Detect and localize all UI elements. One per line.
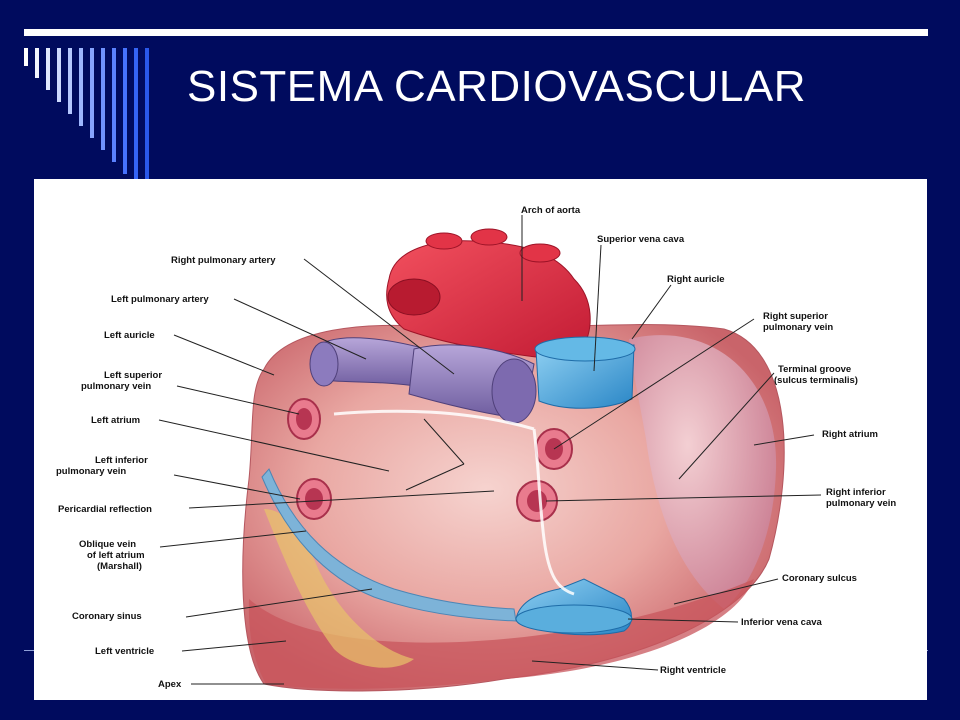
fat-deposit bbox=[264, 509, 414, 668]
leader-lines bbox=[158, 215, 822, 685]
label-right-pulmonary-artery: Right pulmonary artery bbox=[171, 255, 276, 266]
label-inferior-vena-cava: Inferior vena cava bbox=[741, 617, 823, 628]
label-apex: Apex bbox=[158, 679, 182, 690]
label-left-inferior-pulmonary-vein-2: pulmonary vein bbox=[56, 466, 126, 477]
label-left-superior-pulmonary-vein-1: Left superior bbox=[104, 370, 162, 381]
left-inferior-pulmonary-vein-lumen bbox=[305, 488, 323, 510]
left-superior-pulmonary-vein-lumen bbox=[296, 408, 312, 430]
right-inferior-pulmonary-vein-lumen bbox=[527, 490, 547, 512]
coronary-sinus-shape bbox=[261, 468, 517, 622]
slide-title: SISTEMA CARDIOVASCULAR bbox=[187, 62, 806, 111]
label-coronary-sinus: Coronary sinus bbox=[72, 611, 142, 622]
label-left-superior-pulmonary-vein-2: pulmonary vein bbox=[81, 381, 151, 392]
right-atrium-region bbox=[629, 335, 777, 609]
label-terminal-groove-1: Terminal groove bbox=[778, 364, 851, 375]
label-superior-vena-cava: Superior vena cava bbox=[597, 234, 685, 245]
label-right-inferior-pulmonary-vein-1: Right inferior bbox=[826, 487, 886, 498]
label-left-atrium: Left atrium bbox=[91, 415, 140, 426]
label-left-ventricle: Left ventricle bbox=[95, 646, 154, 657]
label-pericardial-reflection: Pericardial reflection bbox=[58, 504, 152, 515]
label-arch-of-aorta: Arch of aorta bbox=[521, 205, 581, 216]
label-oblique-vein-1: Oblique vein bbox=[79, 539, 136, 550]
label-right-superior-pulmonary-vein-1: Right superior bbox=[763, 311, 828, 322]
left-pulmonary-artery-opening bbox=[309, 341, 339, 387]
decorative-stripes bbox=[24, 48, 164, 188]
aorta-opening bbox=[387, 278, 441, 316]
aorta-branch-3 bbox=[519, 243, 561, 263]
label-oblique-vein-3: (Marshall) bbox=[97, 561, 142, 572]
label-oblique-vein-2: of left atrium bbox=[87, 550, 145, 561]
label-coronary-sulcus: Coronary sulcus bbox=[782, 573, 857, 584]
label-right-inferior-pulmonary-vein-2: pulmonary vein bbox=[826, 498, 896, 509]
heart-diagram-panel: Arch of aorta Superior vena cava Right p… bbox=[34, 179, 927, 700]
label-terminal-groove-2: (sulcus terminalis) bbox=[774, 375, 858, 386]
top-rule bbox=[24, 29, 928, 36]
pericardial-reflection-line bbox=[333, 409, 575, 596]
label-left-pulmonary-artery: Left pulmonary artery bbox=[111, 294, 209, 305]
superior-vena-cava-shape bbox=[535, 344, 635, 409]
label-right-superior-pulmonary-vein-2: pulmonary vein bbox=[763, 322, 833, 333]
heart-illustration: Arch of aorta Superior vena cava Right p… bbox=[56, 205, 896, 692]
label-right-auricle: Right auricle bbox=[667, 274, 725, 285]
superior-vena-cava-opening bbox=[534, 336, 636, 362]
label-left-inferior-pulmonary-vein-1: Left inferior bbox=[95, 455, 148, 466]
inferior-vena-cava-opening bbox=[515, 604, 633, 634]
label-right-atrium: Right atrium bbox=[822, 429, 878, 440]
label-right-ventricle: Right ventricle bbox=[660, 665, 726, 676]
aorta-branch-1 bbox=[425, 232, 463, 250]
label-left-auricle: Left auricle bbox=[104, 330, 155, 341]
right-pulmonary-artery-opening bbox=[491, 358, 537, 424]
aorta-branch-2 bbox=[470, 228, 508, 246]
